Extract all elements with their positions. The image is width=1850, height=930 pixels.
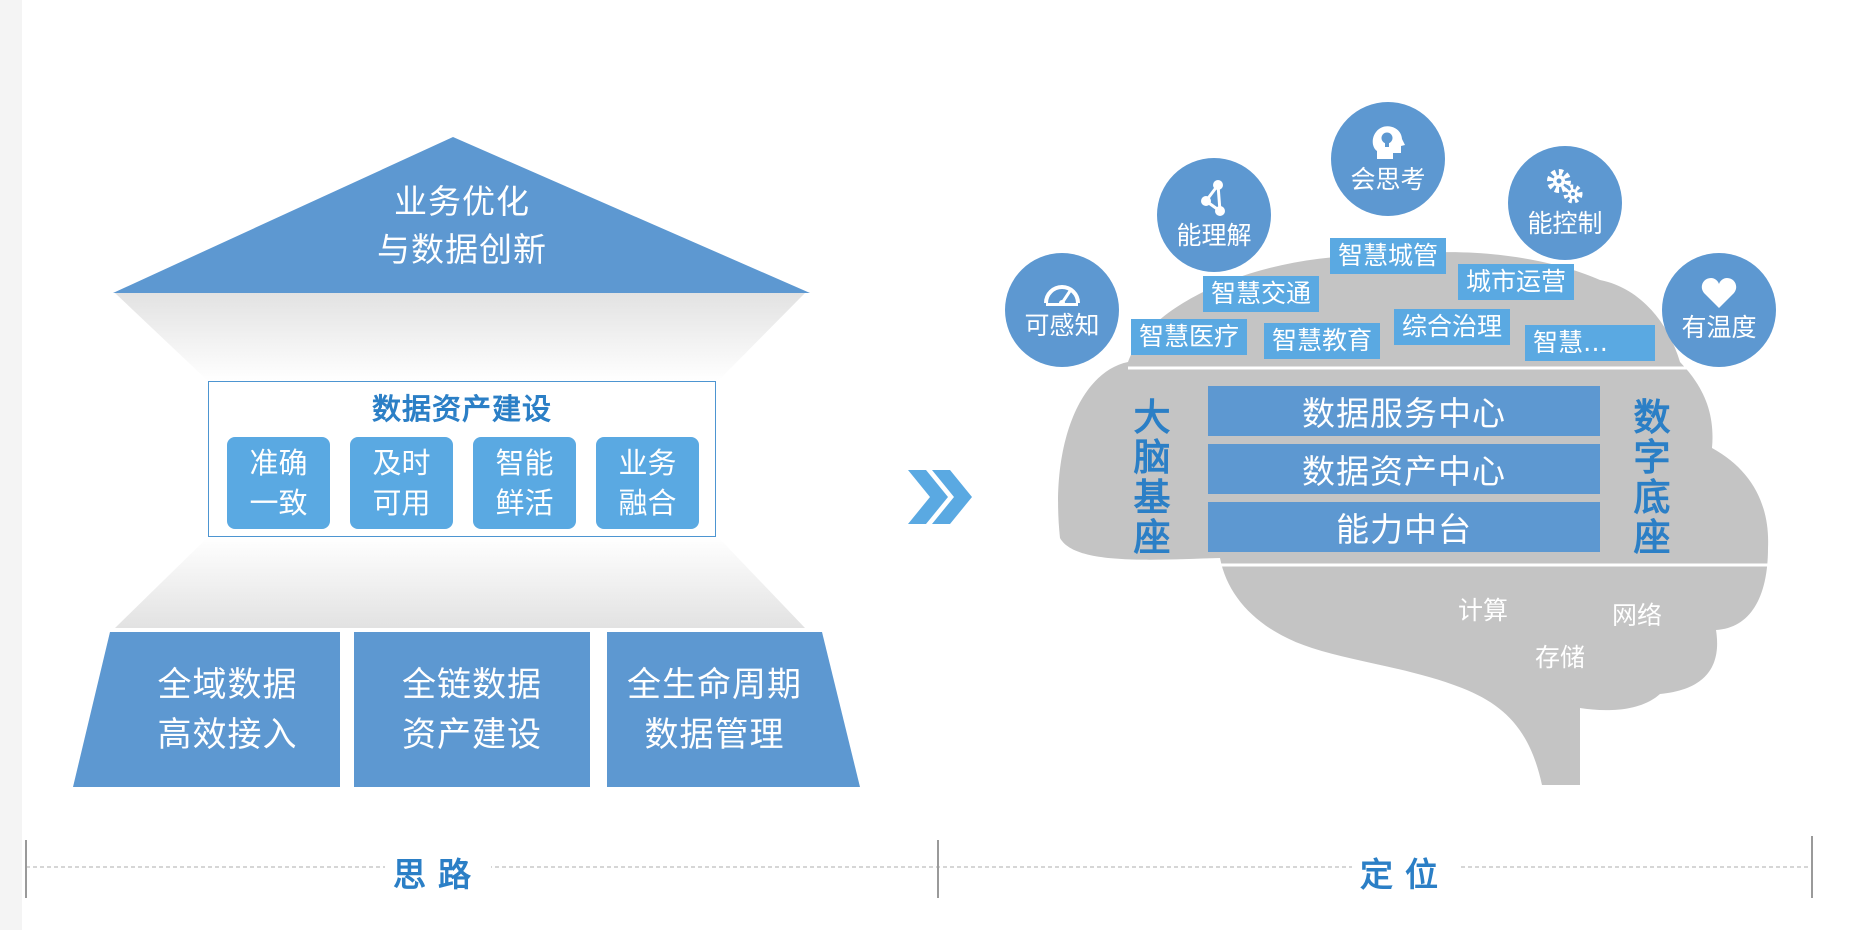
tag-smart-medical: 智慧医疗 [1131,319,1248,355]
column-line-2: 资产建设 [402,715,542,755]
bubble-label: 能理解 [1176,221,1252,250]
asset-tile-business: 业务融合 [596,437,699,529]
bubble-warmth: 有温度 [1662,253,1776,367]
tile-line-1: 业务 [618,446,677,480]
chevron-arrow-2 [932,470,972,524]
tile-line-1: 及时 [372,446,431,480]
label-brain-base: 大 脑 基 座 [1130,398,1174,558]
bubble-label: 可感知 [1024,311,1100,340]
hourglass-bottom [115,537,805,628]
tag-smart-more: 智慧… [1525,325,1655,361]
tile-line-1: 智能 [495,446,554,480]
asset-tile-smart: 智能鲜活 [473,437,576,529]
bubble-control: 能控制 [1508,146,1622,260]
gauge-icon [1044,285,1080,306]
roof-line-2: 与数据创新 [377,230,547,269]
asset-tile-accurate: 准确一致 [227,437,330,529]
bubble-label: 能控制 [1527,209,1603,238]
roof-triangle [113,137,810,293]
bubble-perceive: 可感知 [1005,253,1119,367]
vertical-char: 数 [1633,396,1671,439]
tag-smart-education: 智慧教育 [1264,323,1381,359]
column-middle-text: 全链数据 资产建设 [354,660,590,760]
bubble-think: 会思考 [1331,102,1445,216]
bar-capability-middle-platform: 能力中台 [1208,502,1600,552]
infra-storage: 存储 [1535,643,1586,672]
column-line-2: 数据管理 [644,715,785,755]
vertical-char: 基 [1133,476,1171,519]
column-line-1: 全生命周期 [627,665,802,705]
infra-compute: 计算 [1458,596,1509,625]
column-left-shape [73,632,340,787]
vertical-char: 底 [1633,476,1671,519]
section-label-positioning: 定位 [1352,848,1458,896]
tile-line-2: 鲜活 [495,486,554,520]
tile-line-2: 一致 [249,486,308,520]
column-left-text: 全域数据 高效接入 [125,660,330,760]
tag-city-operations: 城市运营 [1458,264,1575,300]
column-line-1: 全链数据 [402,665,542,705]
head-lightbulb-icon [1372,126,1405,159]
column-right-shape [607,632,860,787]
heart-icon [1701,278,1737,308]
roof-title: 业务优化 与数据创新 [332,178,592,274]
gears-icon [1547,169,1583,204]
asset-tile-timely: 及时可用 [350,437,453,529]
tile-line-2: 融合 [618,486,677,520]
roof-line-1: 业务优化 [394,182,530,221]
vertical-char: 字 [1633,436,1671,479]
column-line-1: 全域数据 [157,665,298,705]
left-margin-strip [0,0,22,930]
column-middle-shape [354,632,590,787]
column-right-text: 全生命周期 数据管理 [607,660,822,760]
bubble-label: 会思考 [1350,165,1426,194]
vertical-char: 座 [1633,516,1671,559]
vertical-char: 大 [1133,396,1171,439]
bar-data-service-center: 数据服务中心 [1208,386,1600,436]
bubble-understand: 能理解 [1157,158,1271,272]
network-nodes-icon [1201,180,1225,216]
label-digital-base: 数 字 底 座 [1630,398,1674,558]
section-label-approach: 思路 [385,848,491,896]
bar-data-asset-center: 数据资产中心 [1208,444,1600,494]
tag-comprehensive-governance: 综合治理 [1394,309,1511,345]
data-asset-title: 数据资产建设 [371,392,552,426]
vertical-char: 座 [1133,516,1171,559]
tag-smart-city-management: 智慧城管 [1330,238,1447,274]
tile-line-2: 可用 [372,486,431,520]
bubble-label: 有温度 [1681,313,1757,342]
vertical-char: 脑 [1133,436,1171,479]
column-line-2: 高效接入 [157,715,298,755]
tile-line-1: 准确 [249,446,308,480]
chevron-arrow-1 [908,470,948,524]
hourglass-top [115,293,805,381]
infra-network: 网络 [1612,601,1663,630]
tag-smart-traffic: 智慧交通 [1203,276,1320,312]
